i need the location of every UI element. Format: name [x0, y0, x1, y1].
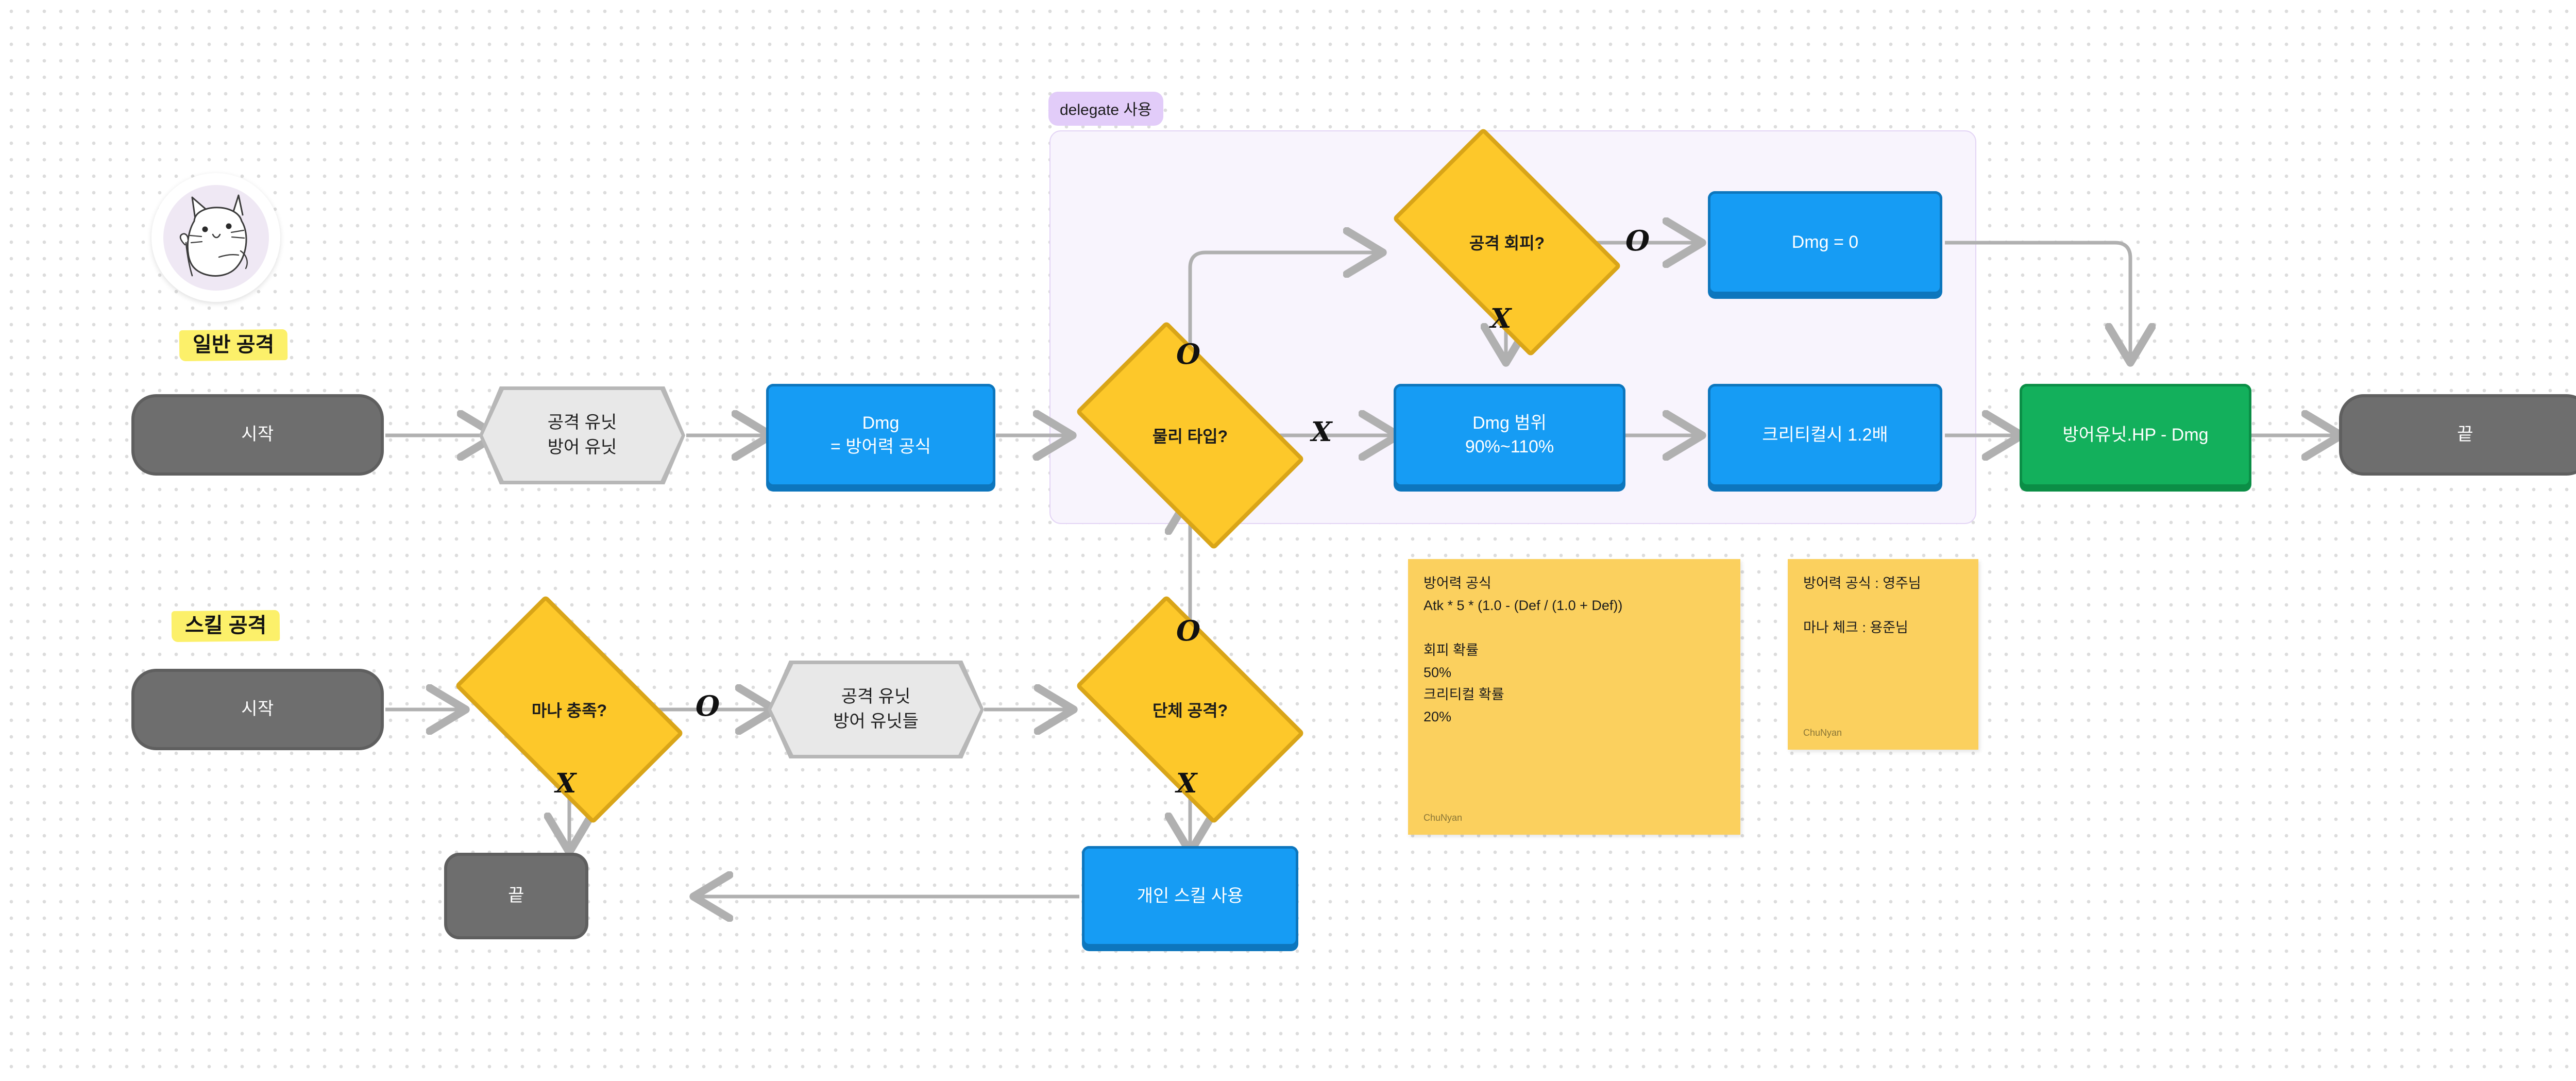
note-line: 크리티컬 확률 [1423, 686, 1504, 702]
node-mana-check-decision[interactable]: 마나 충족? [454, 595, 684, 824]
node-end-normal[interactable]: 끝 [2339, 394, 2576, 476]
node-line-1: Dmg [862, 413, 900, 433]
node-dmg-formula[interactable]: Dmg = 방어력 공식 [766, 384, 995, 487]
node-aoe-check-decision[interactable]: 단체 공격? [1075, 595, 1305, 824]
node-line-2: 방어 유닛 [547, 437, 617, 457]
node-critical[interactable]: 크리티컬시 1.2배 [1708, 384, 1942, 487]
node-line-2: 방어 유닛들 [833, 712, 919, 731]
note-line: 회피 확률 [1423, 642, 1479, 658]
branch-mark-aoe-no: X [1176, 768, 1197, 799]
node-start-skill[interactable]: 시작 [131, 669, 384, 750]
node-start-normal[interactable]: 시작 [131, 394, 384, 476]
node-units-normal[interactable]: 공격 유닛 방어 유닛 [479, 386, 685, 484]
branch-mark-mana-no: X [555, 768, 577, 799]
sticky-note-formula[interactable]: 방어력 공식 Atk * 5 * (1.0 - (Def / (1.0 + De… [1408, 559, 1740, 835]
node-phys-type-decision[interactable]: 물리 타입? [1075, 320, 1305, 550]
node-dmg-zero[interactable]: Dmg = 0 [1708, 191, 1942, 294]
note-line [1803, 595, 1963, 617]
branch-mark-evade-no: X [1490, 303, 1512, 334]
note-line: Atk * 5 * (1.0 - (Def / (1.0 + Def)) [1423, 598, 1623, 614]
note-line: 20% [1423, 709, 1452, 725]
node-dmg-range[interactable]: Dmg 범위 90%~110% [1394, 384, 1625, 487]
node-line-1: Dmg 범위 [1472, 413, 1547, 433]
section-label-normal-attack: 일반 공격 [179, 325, 288, 363]
note-line: 마나 체크 : 용준님 [1803, 620, 1908, 636]
cat-avatar-icon [163, 184, 269, 291]
branch-mark-aoe-yes: O [1176, 614, 1201, 647]
branch-mark-mana-yes: O [696, 689, 720, 722]
note-author: ChuNyan [1423, 813, 1463, 823]
branch-mark-phys-yes: O [1176, 337, 1201, 370]
node-line-1: 공격 유닛 [841, 687, 911, 707]
sticky-note-credits[interactable]: 방어력 공식 : 영주님 마나 체크 : 용준님 ChuNyan [1788, 559, 1978, 750]
node-line-2: 90%~110% [1465, 437, 1554, 457]
avatar [151, 173, 280, 302]
note-line [1423, 617, 1725, 639]
note-line: 방어력 공식 [1423, 576, 1492, 591]
node-line-2: = 방어력 공식 [830, 437, 931, 457]
note-line: 50% [1423, 664, 1452, 680]
note-author: ChuNyan [1803, 728, 1842, 738]
node-end-skill[interactable]: 끝 [444, 853, 588, 939]
note-line: 방어력 공식 : 영주님 [1803, 576, 1921, 591]
branch-mark-evade-yes: O [1625, 224, 1650, 257]
node-apply-damage[interactable]: 방어유닛.HP - Dmg [2020, 384, 2251, 487]
branch-mark-phys-no: X [1311, 416, 1332, 448]
node-line-1: 공격 유닛 [547, 413, 617, 433]
node-evade-decision[interactable]: 공격 회피? [1392, 127, 1622, 357]
section-label-skill-attack: 스킬 공격 [171, 605, 280, 644]
node-solo-skill[interactable]: 개인 스킬 사용 [1082, 846, 1298, 947]
delegate-group-label: delegate 사용 [1048, 92, 1163, 126]
node-units-skill[interactable]: 공격 유닛 방어 유닛들 [768, 661, 984, 758]
